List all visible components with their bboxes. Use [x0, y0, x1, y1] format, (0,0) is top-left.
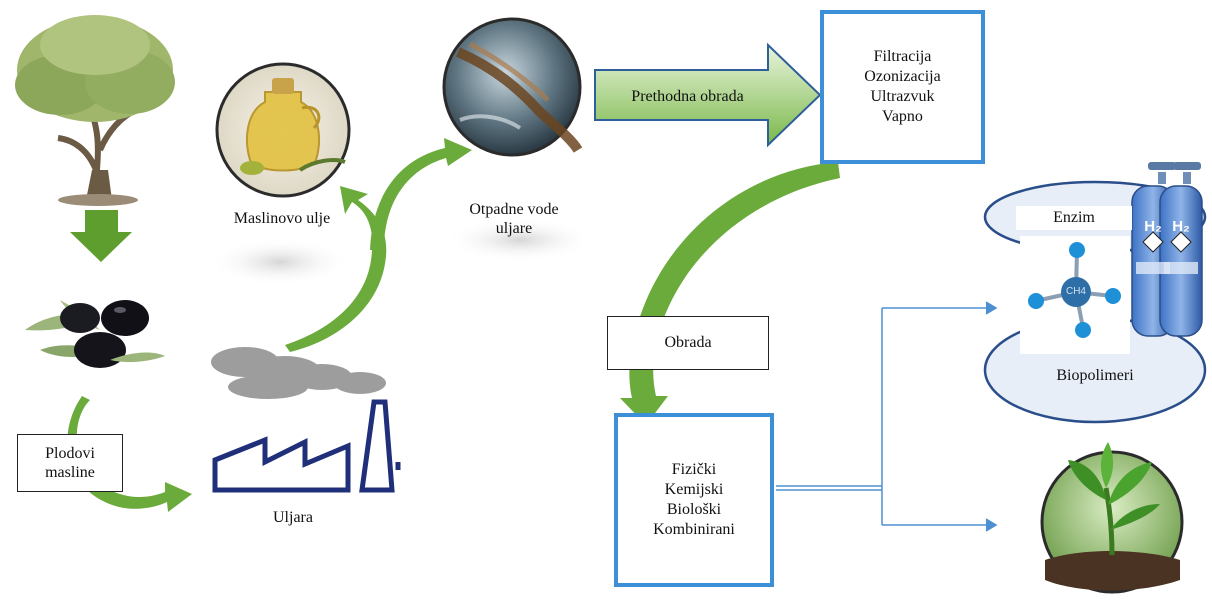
olive-fruit-label: Plodovi masline — [45, 444, 95, 481]
pretreatment-method-2: Ozonizacija — [864, 68, 941, 85]
plant-seedling-image — [1040, 442, 1184, 594]
shadow-decoration — [445, 218, 595, 262]
shadow-decoration — [210, 238, 350, 286]
biopolymer-label: Biopolimeri — [1056, 367, 1134, 384]
pretreatment-arrow — [594, 42, 822, 148]
smoke-cloud-icon — [211, 347, 386, 399]
methane-molecule-icon — [1028, 242, 1121, 338]
olive-oil-image — [215, 62, 351, 198]
pretreatment-label: Prethodna obrada — [631, 88, 744, 105]
hydrogen-tank-icon — [1131, 162, 1203, 337]
pretreatment-methods-box: Filtracija Ozonizacija Ultrazvuk Vapno — [820, 10, 985, 164]
curved-arrow-to-treatment — [620, 162, 840, 425]
olives-icon — [25, 300, 165, 368]
curved-arrow-to-wastewater — [370, 138, 472, 250]
enzyme-label-box: Enzim — [1016, 206, 1132, 230]
treatment-method-4: Kombinirani — [653, 521, 735, 538]
olive-oil-label: Maslinovo ulje — [233, 210, 331, 227]
wastewater-label: Otpadne vode uljare — [469, 201, 559, 238]
wastewater-image — [442, 17, 583, 157]
curved-arrow-to-oil — [285, 186, 387, 352]
factory-icon — [212, 399, 401, 493]
treatment-label-box: Obrada — [607, 316, 769, 370]
olive-fruit-label-box: Plodovi masline — [17, 434, 123, 492]
enzyme-label: Enzim — [1053, 209, 1095, 227]
pretreatment-method-3: Ultrazvuk — [870, 88, 935, 105]
pretreatment-method-4: Vapno — [882, 108, 923, 125]
treatment-method-3: Biološki — [666, 501, 722, 518]
methane-label: CH4 — [1065, 286, 1086, 297]
hydrogen-label-right: H₂ — [1172, 218, 1190, 235]
treatment-methods-box: Fizički Kemijski Biološki Kombinirani — [614, 413, 774, 587]
treatment-method-1: Fizički — [671, 461, 717, 478]
olive-mill-label: Uljara — [273, 509, 313, 526]
treatment-label: Obrada — [664, 334, 712, 352]
pretreatment-method-1: Filtracija — [873, 48, 932, 65]
hydrogen-label-left: H₂ — [1144, 218, 1162, 235]
output-connector — [776, 301, 998, 532]
treatment-method-2: Kemijski — [664, 481, 724, 498]
olive-tree-icon — [15, 15, 175, 206]
down-arrow-icon — [70, 210, 132, 262]
